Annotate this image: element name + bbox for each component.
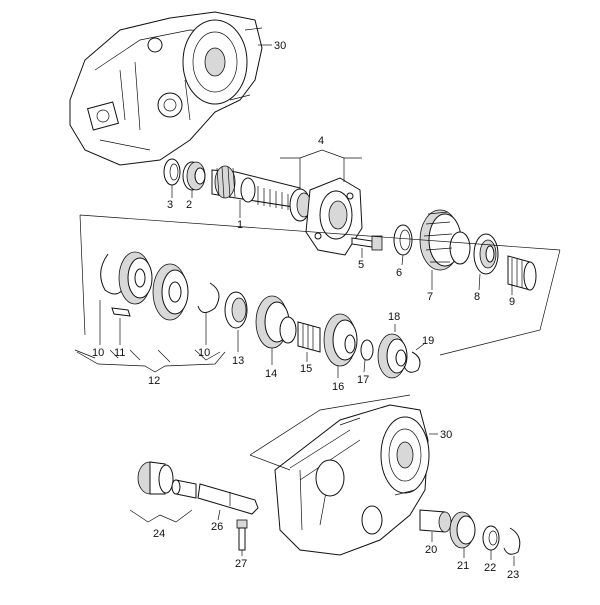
callout-13: 13 <box>232 355 244 367</box>
gear-7 <box>419 209 471 271</box>
callout-15: 15 <box>300 363 312 375</box>
callout-23: 23 <box>507 569 519 581</box>
callout-14: 14 <box>265 368 277 380</box>
leader-lines <box>74 44 561 566</box>
bearing-20 <box>419 509 452 533</box>
synchro-ring-13 <box>224 291 248 329</box>
callout-1: 1 <box>237 219 243 231</box>
callout-19: 19 <box>422 335 434 347</box>
bearing-plate <box>305 177 363 256</box>
callout-30-bottom: 30 <box>440 429 452 441</box>
bolt-27 <box>236 519 248 551</box>
input-shaft-1 <box>211 165 301 210</box>
callout-4: 4 <box>318 135 324 147</box>
gear-16 <box>323 313 358 367</box>
ring-3 <box>163 158 181 186</box>
synchro-8 <box>473 233 499 275</box>
callout-10-left: 10 <box>92 347 104 359</box>
callout-2: 2 <box>186 199 192 211</box>
key-11 <box>111 307 131 317</box>
needle-bearing-9 <box>507 255 537 291</box>
callout-8: 8 <box>474 291 480 303</box>
bearing-2 <box>182 161 206 191</box>
gear-14 <box>255 295 297 349</box>
callout-12: 12 <box>148 375 160 387</box>
ring-17 <box>360 339 374 361</box>
callout-20: 20 <box>425 544 437 556</box>
callout-11: 11 <box>114 347 125 359</box>
callout-3: 3 <box>167 199 173 211</box>
callout-16: 16 <box>332 381 344 393</box>
ring-22 <box>482 525 500 551</box>
circlip-10-mid <box>197 282 220 313</box>
circlip-19 <box>403 351 421 373</box>
callout-24: 24 <box>153 528 165 540</box>
gear-24 <box>137 461 174 495</box>
callout-22: 22 <box>484 562 496 574</box>
callout-labels: 30 3 2 1 4 5 6 7 8 9 10 11 10 12 13 14 1… <box>92 40 519 581</box>
circlip-23 <box>503 527 521 555</box>
callout-6: 6 <box>396 267 402 279</box>
needle-bearing-15 <box>297 321 321 353</box>
sleeve-24 <box>171 479 197 499</box>
callout-30-top: 30 <box>274 40 286 52</box>
callout-9: 9 <box>509 296 515 308</box>
ring-6 <box>393 224 413 256</box>
callout-10-mid: 10 <box>198 347 210 359</box>
gearbox-housing-top <box>69 11 263 166</box>
callout-17: 17 <box>357 374 369 386</box>
gear-18 <box>377 333 408 379</box>
gear-21 <box>449 511 476 549</box>
callout-18: 18 <box>388 311 400 323</box>
callout-26: 26 <box>211 521 223 533</box>
callout-7: 7 <box>427 291 433 303</box>
bolt-5 <box>351 235 383 251</box>
callout-5: 5 <box>358 259 364 271</box>
synchro-hub-12 <box>118 251 189 321</box>
gearbox-housing-bottom <box>274 404 430 556</box>
shaft-26 <box>197 483 259 515</box>
callout-21: 21 <box>457 560 469 572</box>
callout-27: 27 <box>235 558 247 570</box>
